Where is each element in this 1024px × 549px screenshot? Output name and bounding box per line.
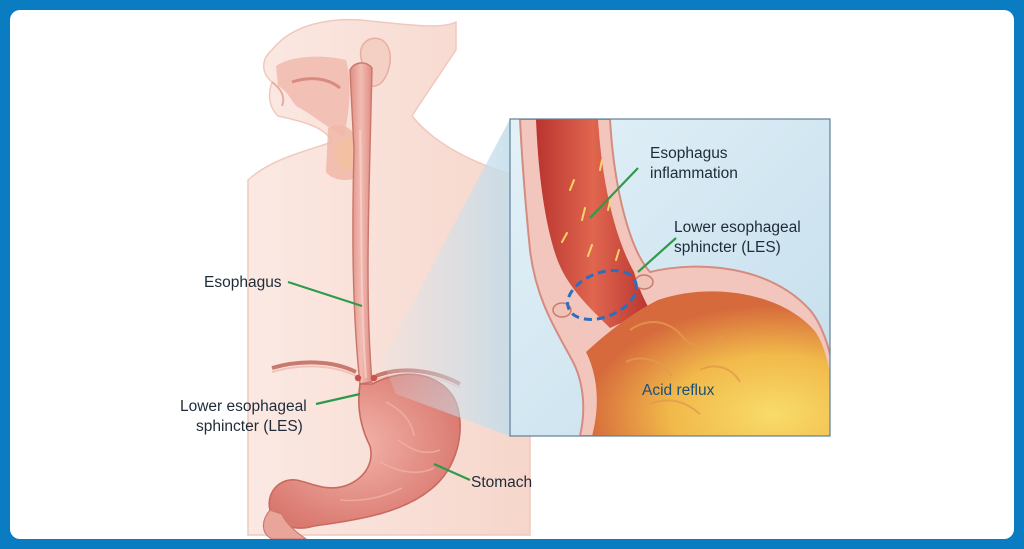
leader-les-main [315, 392, 361, 406]
les-marker-left [354, 374, 362, 382]
label-les-inset-line1: Lower esophageal [674, 219, 801, 236]
diagram-panel: Esophagus Lower esophageal sphincter (LE… [10, 10, 1014, 539]
inset-closeup [510, 119, 830, 436]
label-les-main-line1: Lower esophageal [180, 398, 307, 415]
label-inflammation-line1: Esophagus [650, 145, 728, 162]
label-les-main-line2: sphincter (LES) [196, 418, 303, 435]
leader-inflammation [589, 167, 639, 219]
label-stomach: Stomach [471, 474, 532, 491]
zoom-wedge [382, 119, 510, 436]
label-les-inset-line2: sphincter (LES) [674, 239, 781, 256]
leader-stomach [433, 462, 471, 482]
leader-les-inset [637, 237, 677, 273]
les-dashed-ring [566, 269, 638, 321]
leader-lines [287, 167, 677, 482]
les-marker-right [370, 374, 378, 382]
inset-border [509, 118, 831, 437]
label-acid-reflux: Acid reflux [642, 382, 715, 399]
label-esophagus: Esophagus [204, 274, 282, 291]
reflux-diagram: Esophagus Lower esophageal sphincter (LE… [180, 18, 831, 539]
label-inflammation-line2: inflammation [650, 165, 738, 182]
leader-esophagus [287, 280, 363, 308]
